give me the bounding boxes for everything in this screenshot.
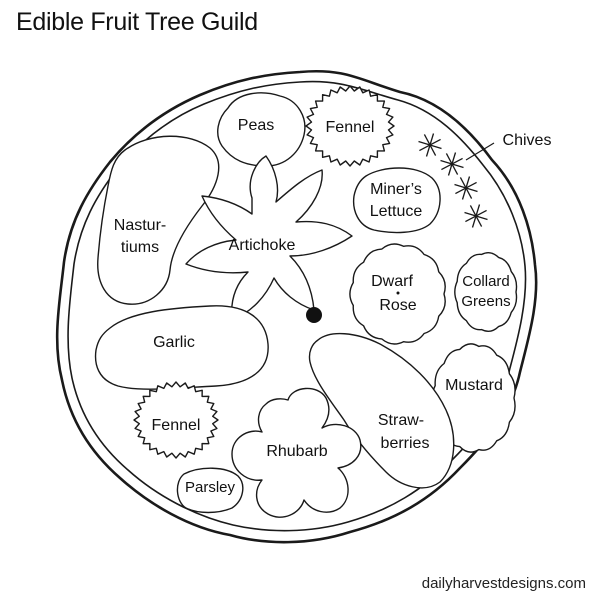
chives-star-stroke (419, 138, 441, 152)
rhubarb-patch (231, 387, 362, 518)
miners-lettuce-label-line2: Lettuce (370, 203, 423, 220)
strawberries-patch (308, 332, 455, 489)
artichoke-patch (185, 155, 353, 321)
collard-greens-label-line1: Collard (462, 273, 510, 290)
chives-star-stroke (455, 181, 477, 195)
fruit-tree-trunk (306, 307, 322, 323)
chives-label: Chives (503, 132, 552, 149)
strawberries-label-line1: Straw- (378, 412, 424, 429)
rhubarb-label: Rhubarb (266, 443, 327, 460)
garlic-label: Garlic (153, 334, 195, 351)
website-credit: dailyharvestdesigns.com (421, 575, 586, 592)
mustard-label: Mustard (445, 377, 503, 394)
miners-lettuce-patch (352, 167, 441, 234)
nasturtiums-label-line1: Nastur- (114, 217, 166, 234)
artichoke-label: Artichoke (229, 237, 296, 254)
chives-star-stroke (465, 209, 487, 223)
fennel-top-patch (305, 85, 395, 167)
peas-label: Peas (238, 117, 274, 134)
miners-lettuce-label-line1: Miner’s (370, 181, 422, 198)
dwarf-rose-label-line1: Dwarf (371, 273, 413, 290)
page-title: Edible Fruit Tree Guild (16, 8, 258, 36)
nasturtiums-patch (97, 135, 220, 305)
peas-patch (217, 92, 306, 167)
chives-star-stroke (441, 157, 463, 171)
nasturtiums-label-line2: tiums (121, 239, 159, 256)
collard-greens-patch (454, 252, 518, 332)
fennel-top-label: Fennel (326, 119, 375, 136)
guild-inner-border (67, 80, 527, 532)
dwarf-rose-dot (396, 291, 400, 295)
fennel-bottom-label: Fennel (152, 417, 201, 434)
chives-pointer (465, 142, 495, 161)
collard-greens-label-line2: Greens (461, 293, 510, 310)
chives-plants (418, 133, 488, 228)
parsley-patch (176, 467, 244, 514)
fennel-bottom-patch (133, 381, 219, 459)
strawberries-label-line2: berries (381, 435, 430, 452)
dwarf-rose-label-line2: Rose (379, 297, 416, 314)
garlic-patch (94, 305, 269, 390)
parsley-label: Parsley (185, 479, 236, 496)
